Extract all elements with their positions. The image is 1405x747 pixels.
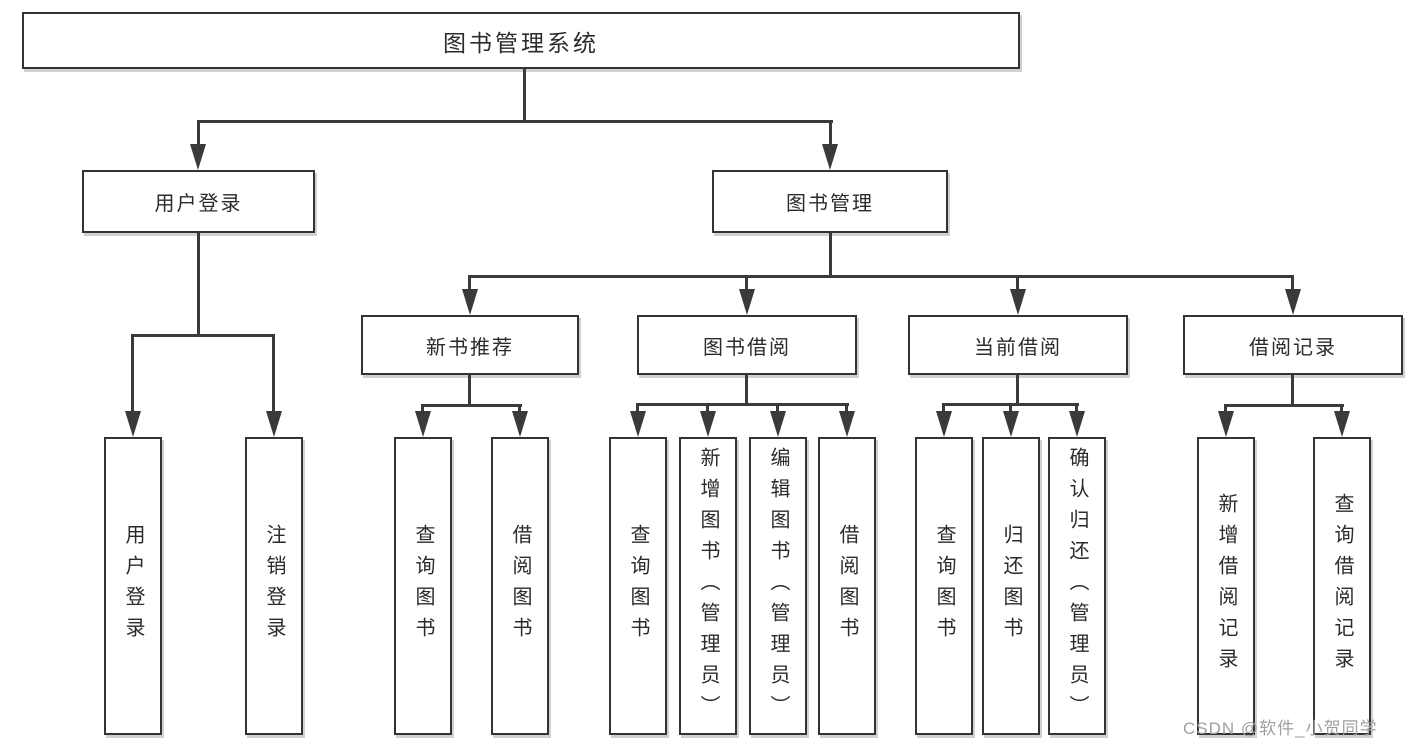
connector-record-hline [1224, 404, 1344, 407]
connector-root-hline [197, 120, 833, 123]
connector-borrow-arm-3 [776, 406, 779, 413]
connector-login-stem [197, 233, 200, 336]
node-record-query-record: 查询借阅记录 [1313, 437, 1371, 735]
connector-current-hline [942, 403, 1079, 406]
connector-current-arm-2 [1009, 406, 1012, 413]
connector-current-arm-1 [942, 406, 945, 413]
connector-root-arm-left [197, 123, 200, 146]
node-user-login-action: 用户登录 [104, 437, 162, 735]
node-current-query-book: 查询图书 [915, 437, 973, 735]
arrowhead-to-borrow-add [700, 411, 716, 437]
node-borrow-query-book: 查询图书 [609, 437, 667, 735]
arrowhead-to-borrowing-record [1285, 289, 1301, 315]
leaf-label: 编辑图书（管理员） [767, 446, 789, 726]
arrowhead-to-logout-action [266, 411, 282, 437]
leaf-label: 新增图书（管理员） [697, 446, 719, 726]
connector-login-arm-1 [131, 337, 134, 413]
node-borrow-add-book-admin: 新增图书（管理员） [679, 437, 737, 735]
arrowhead-to-current-query [936, 411, 952, 437]
node-logout-action: 注销登录 [245, 437, 303, 735]
arrowhead-to-recommend-query [415, 411, 431, 437]
connector-root-stem [523, 69, 526, 123]
connector-record-stem [1291, 375, 1294, 407]
leaf-label: 借阅图书 [509, 524, 531, 648]
node-record-add-record: 新增借阅记录 [1197, 437, 1255, 735]
arrowhead-to-login-action [125, 411, 141, 437]
arrowhead-to-borrow-borrow [839, 411, 855, 437]
leaf-label: 查询图书 [627, 524, 649, 648]
leaf-label: 借阅图书 [836, 524, 858, 648]
connector-borrow-stem [745, 375, 748, 406]
node-current-return-book: 归还图书 [982, 437, 1040, 735]
connector-recommend-stem [468, 375, 471, 407]
leaf-label: 注销登录 [263, 524, 285, 648]
arrowhead-to-current-borrowing [1010, 289, 1026, 315]
connector-mgmt-arm-2 [745, 278, 748, 291]
arrowhead-to-record-add [1218, 411, 1234, 437]
connector-current-stem [1016, 375, 1019, 406]
arrowhead-to-current-confirm [1069, 411, 1085, 437]
node-book-management: 图书管理 [712, 170, 948, 233]
connector-login-hline [131, 334, 275, 337]
node-borrowing-record: 借阅记录 [1183, 315, 1403, 375]
leaf-label: 用户登录 [122, 524, 144, 648]
arrowhead-to-current-return [1003, 411, 1019, 437]
node-recommend-query-book: 查询图书 [394, 437, 452, 735]
leaf-label: 查询图书 [412, 524, 434, 648]
connector-mgmt-stem [829, 233, 832, 278]
node-current-borrowing: 当前借阅 [908, 315, 1128, 375]
arrowhead-to-recommend-borrow [512, 411, 528, 437]
node-book-borrowing: 图书借阅 [637, 315, 857, 375]
connector-record-arm-1 [1224, 407, 1227, 413]
connector-mgmt-hline [468, 275, 1294, 278]
leaf-label: 查询图书 [933, 524, 955, 648]
connector-mgmt-arm-4 [1291, 278, 1294, 291]
node-borrow-borrow-book: 借阅图书 [818, 437, 876, 735]
node-recommend-borrow-book: 借阅图书 [491, 437, 549, 735]
leaf-label: 归还图书 [1000, 524, 1022, 648]
connector-borrow-arm-2 [706, 406, 709, 413]
connector-recommend-arm-2 [518, 407, 521, 413]
connector-recommend-hline [421, 404, 522, 407]
node-library-management-system: 图书管理系统 [22, 12, 1020, 69]
connector-borrow-arm-1 [636, 406, 639, 413]
connector-mgmt-arm-3 [1016, 278, 1019, 291]
connector-recommend-arm-1 [421, 407, 424, 413]
leaf-label: 查询借阅记录 [1331, 493, 1353, 679]
connector-borrow-arm-4 [845, 406, 848, 413]
connector-root-arm-right [829, 123, 832, 146]
arrowhead-to-borrow-query [630, 411, 646, 437]
node-borrow-edit-book-admin: 编辑图书（管理员） [749, 437, 807, 735]
leaf-label: 确认归还（管理员） [1066, 446, 1088, 726]
node-new-book-recommendation: 新书推荐 [361, 315, 579, 375]
connector-borrow-hline [636, 403, 849, 406]
arrowhead-to-book-management [822, 144, 838, 170]
arrowhead-to-record-query [1334, 411, 1350, 437]
connector-current-arm-3 [1075, 406, 1078, 413]
leaf-label: 新增借阅记录 [1215, 493, 1237, 679]
watermark: CSDN @软件_小贺同学 [1183, 719, 1378, 738]
arrowhead-to-book-borrowing [739, 289, 755, 315]
node-current-confirm-return-admin: 确认归还（管理员） [1048, 437, 1106, 735]
arrowhead-to-borrow-edit [770, 411, 786, 437]
arrowhead-to-user-login [190, 144, 206, 170]
connector-mgmt-arm-1 [468, 278, 471, 291]
arrowhead-to-new-book-recommendation [462, 289, 478, 315]
node-user-login: 用户登录 [82, 170, 315, 233]
connector-login-arm-2 [272, 337, 275, 413]
connector-record-arm-2 [1340, 407, 1343, 413]
